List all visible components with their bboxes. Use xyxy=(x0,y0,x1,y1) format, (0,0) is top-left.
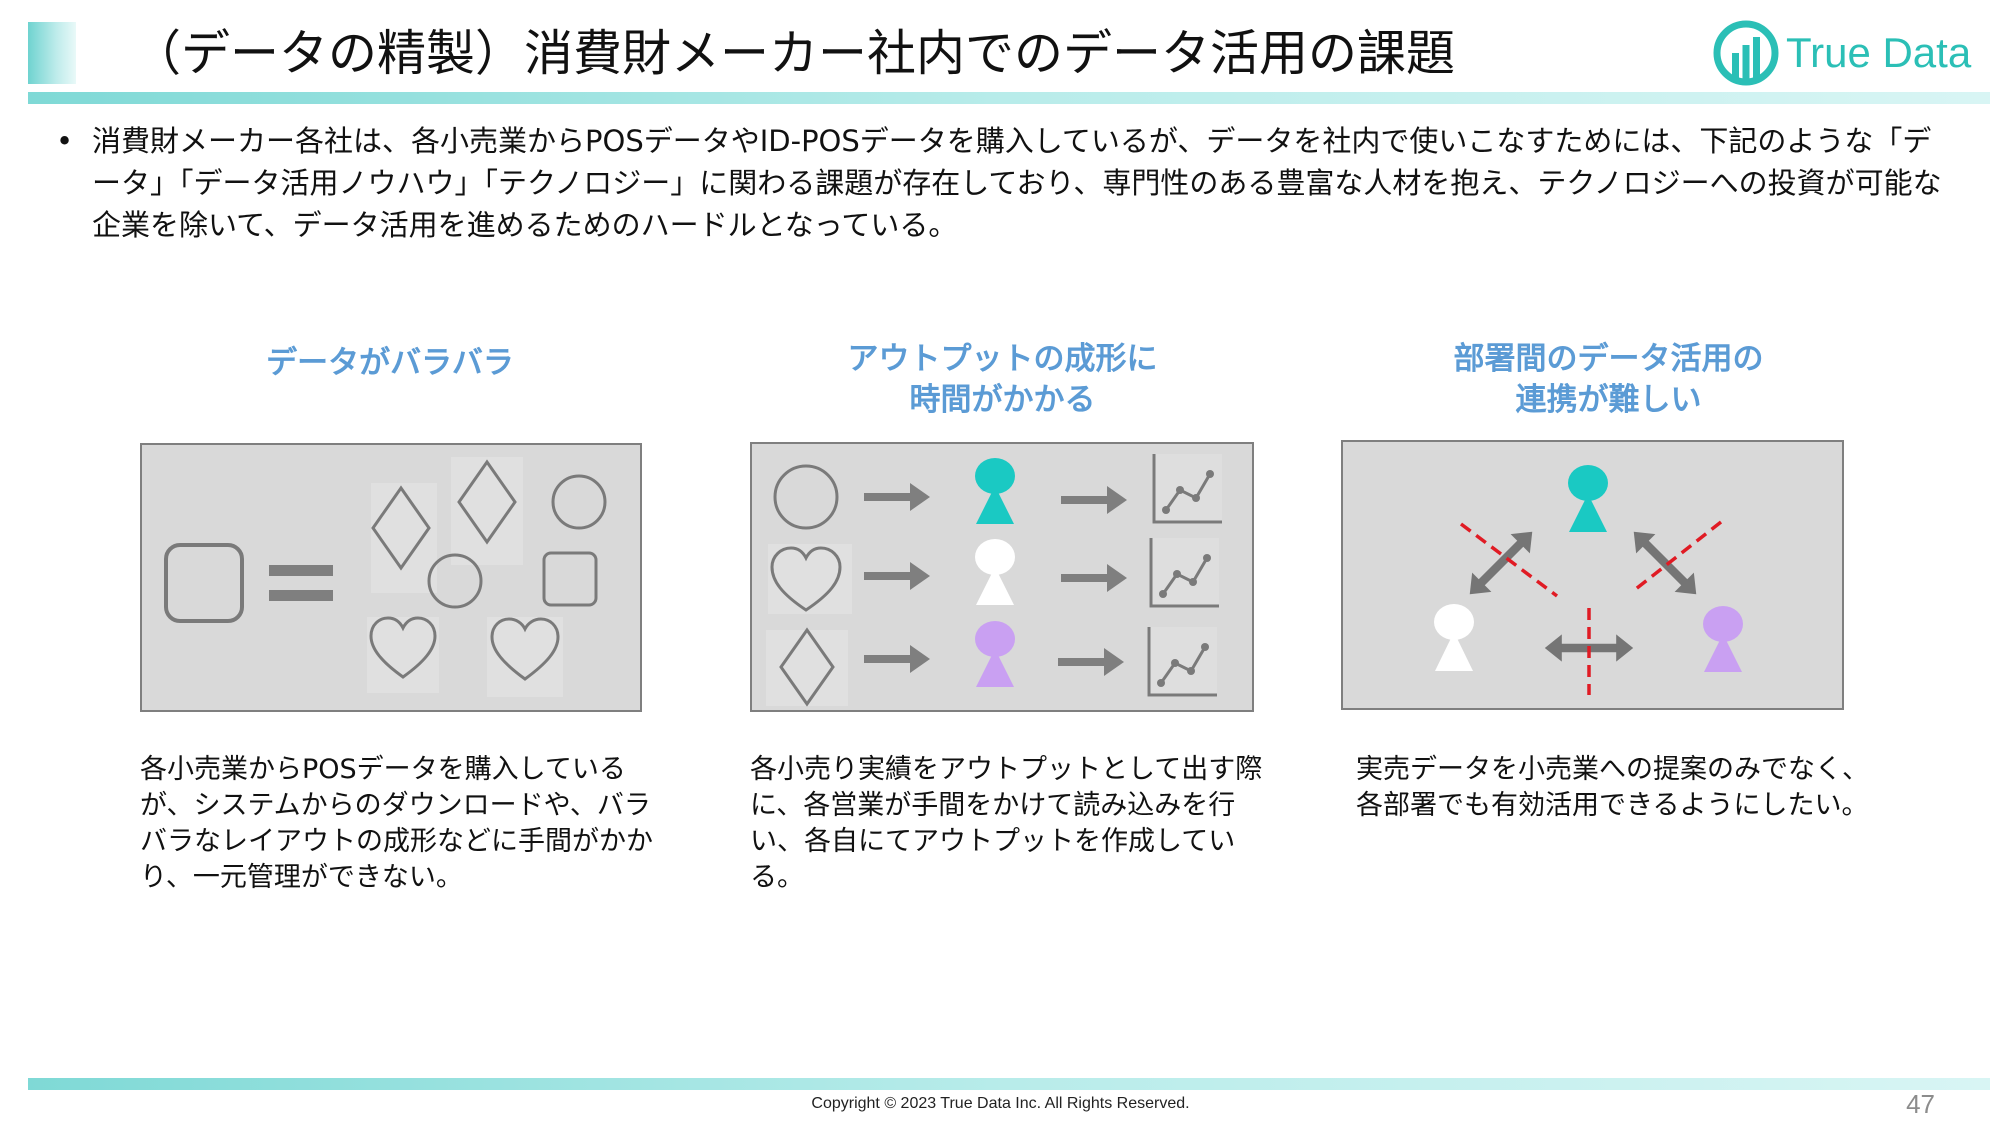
column-3-heading-line: 部署間のデータ活用の xyxy=(1453,341,1764,377)
heart-source-icon xyxy=(770,546,842,612)
column-2-illustration xyxy=(750,442,1254,712)
department-collaboration-graphic xyxy=(1434,465,1743,695)
heart-icon xyxy=(490,617,560,681)
title-divider xyxy=(28,92,1990,104)
heart-icon xyxy=(369,616,437,679)
title-accent-bar xyxy=(28,22,76,84)
person-body-teal xyxy=(976,486,1014,524)
column-2-description: 各小売り実績をアウトプットとして出す際に、各営業が手間をかけて読み込みを行い、各… xyxy=(750,754,1263,893)
column-2-heading-line: アウトプットの成形に xyxy=(847,341,1158,377)
column-1-heading: データがバラバラ xyxy=(140,343,640,384)
double-arrow-icon xyxy=(1460,522,1542,604)
person-body-white xyxy=(976,567,1014,605)
output-workflow-graphic xyxy=(766,452,1224,707)
column-1-illustration xyxy=(140,443,642,712)
footer-divider xyxy=(28,1078,1990,1090)
intro-bullet: • 消費財メーカー各社は、各小売業からPOSデータやID-POSデータを購入して… xyxy=(56,120,1956,246)
diamond-icon xyxy=(457,459,517,545)
true-data-logo: True Data xyxy=(1712,18,1982,88)
column-1-description: 各小売業からPOSデータを購入しているが、システムからのダウンロードや、バラバラ… xyxy=(140,754,653,893)
right-arrow-icon xyxy=(1061,564,1127,592)
person-body-white xyxy=(1435,632,1473,671)
person-body-purple xyxy=(1704,634,1742,672)
person-head-teal xyxy=(975,458,1015,494)
person-head-purple xyxy=(975,621,1015,657)
rounded-square-icon xyxy=(164,543,244,623)
person-head-white xyxy=(975,539,1015,575)
column-3-heading: 部署間のデータ活用の 連携が難しい xyxy=(1356,339,1861,421)
person-head-purple xyxy=(1703,606,1743,642)
scattered-formats-graphic xyxy=(164,457,607,697)
circle-icon xyxy=(551,474,607,530)
column-1-heading-line: データがバラバラ xyxy=(266,345,514,381)
diamond-icon xyxy=(371,485,431,571)
page-title: （データの精製）消費財メーカー社内でのデータ活用の課題 xyxy=(132,25,1456,82)
column-2-heading-line: 時間がかかる xyxy=(909,382,1096,418)
copyright-text: Copyright © 2023 True Data Inc. All Righ… xyxy=(811,1095,1190,1112)
diamond-source-icon xyxy=(779,627,835,707)
column-3-illustration xyxy=(1341,440,1844,710)
line-chart-icon xyxy=(1150,452,1224,526)
square-icon xyxy=(542,551,598,607)
equals-bar-bottom xyxy=(269,590,333,601)
page-number: 47 xyxy=(1906,1089,1935,1119)
logo-text: True Data xyxy=(1786,29,1972,76)
circle-source-icon xyxy=(773,464,839,530)
person-head-teal xyxy=(1568,465,1608,501)
person-body-teal xyxy=(1569,494,1607,532)
right-arrow-icon xyxy=(864,645,930,673)
person-head-white xyxy=(1434,604,1474,640)
line-chart-icon xyxy=(1147,536,1221,610)
bullet-dot: • xyxy=(56,124,74,158)
equals-bar-top xyxy=(269,565,333,576)
right-arrow-icon xyxy=(864,483,930,511)
blocked-line xyxy=(1459,522,1559,598)
column-2-heading: アウトプットの成形に 時間がかかる xyxy=(750,339,1255,421)
right-arrow-icon xyxy=(1061,486,1127,514)
right-arrow-icon xyxy=(1058,648,1124,676)
column-3-heading-line: 連携が難しい xyxy=(1515,382,1702,418)
true-data-logo-icon xyxy=(1713,20,1779,86)
double-arrow-icon xyxy=(1624,522,1706,604)
blocked-line xyxy=(1630,520,1723,594)
circle-icon xyxy=(427,553,483,609)
person-body-purple xyxy=(976,649,1014,687)
column-3-description: 実売データを小売業への提案のみでなく、各部署でも有効活用できるようにしたい。 xyxy=(1356,754,1869,821)
right-arrow-icon xyxy=(864,562,930,590)
line-chart-icon xyxy=(1145,625,1219,699)
intro-text: 消費財メーカー各社は、各小売業からPOSデータやID-POSデータを購入している… xyxy=(92,124,1942,242)
